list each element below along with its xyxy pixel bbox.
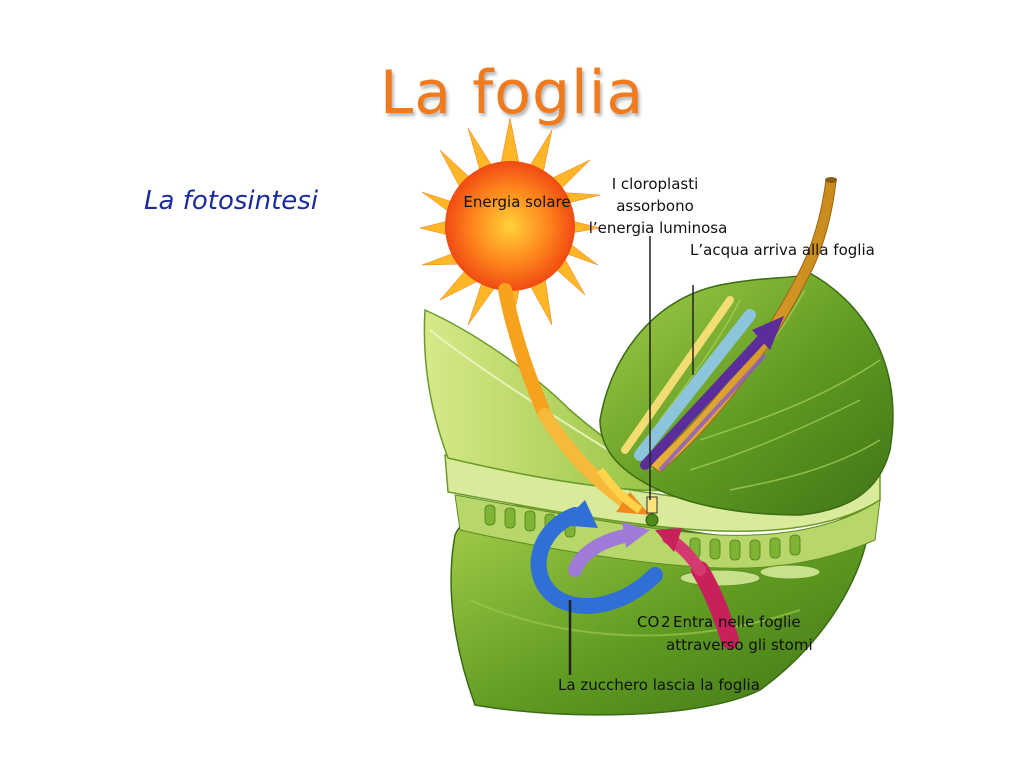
label-chloroplasts-line1: I cloroplasti: [612, 175, 699, 193]
sugar-arrow: [530, 500, 663, 614]
diagram-labels: Energia solare I cloroplasti assorbono l…: [463, 175, 874, 694]
water-arrow: [640, 316, 784, 472]
leader-lines: [568, 236, 694, 675]
label-water: L’acqua arriva alla foglia: [690, 241, 875, 259]
co2-arrow: [655, 528, 739, 649]
label-chloroplasts-line3: l’energia luminosa: [589, 219, 728, 237]
label-solar-energy: Energia solare: [463, 193, 570, 211]
label-sugar: La zucchero lascia la foglia: [558, 676, 760, 694]
label-co2-formula: CO: [637, 613, 659, 631]
light-energy-arrows: [498, 283, 650, 515]
label-co2-line2: attraverso gli stomi: [666, 636, 813, 654]
chloroplast-marker: [645, 496, 659, 527]
slide-subtitle: La fotosintesi: [144, 186, 319, 216]
label-chloroplasts-line2: assorbono: [616, 197, 694, 215]
label-co2-subscript: 2: [661, 613, 671, 631]
label-co2-line1: Entra nelle foglie: [673, 613, 801, 631]
sun: [419, 117, 601, 336]
light-ray-arrows: [621, 296, 756, 461]
slide-title: La foglia: [379, 58, 645, 128]
leaf-main-blade: [599, 271, 894, 516]
